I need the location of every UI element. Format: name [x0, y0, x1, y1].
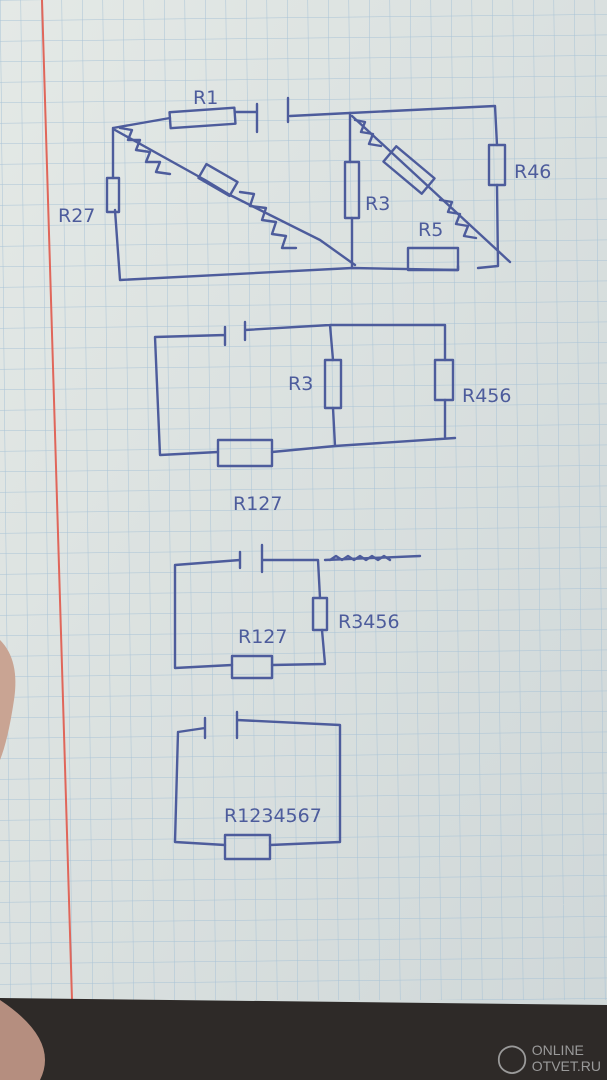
label-r27: R27 [58, 205, 95, 227]
step-4-circuit: R1234567 [173, 710, 342, 861]
step-3-circuit: R127 R3456 [173, 543, 422, 680]
label-r1: R1 [193, 87, 218, 109]
watermark-line2: OTVET.RU [531, 1058, 601, 1074]
watermark: ◯ ONLINE OTVET.RU [496, 1042, 601, 1074]
grid-lines [0, 0, 607, 1000]
label-r3456: R3456 [338, 611, 400, 633]
label-r1234567: R1234567 [224, 805, 322, 827]
table-surface [0, 998, 607, 1080]
lightbulb-icon: ◯ [496, 1042, 528, 1073]
label-r127: R127 [233, 493, 282, 515]
original-circuit: R1 R27 R3 R5 R46 [58, 87, 551, 282]
label-r46: R46 [514, 161, 551, 183]
watermark-line1: ONLINE [531, 1042, 584, 1058]
label-r5: R5 [418, 219, 443, 241]
label-r3: R3 [288, 373, 313, 395]
margin-line [41, 0, 73, 1001]
finger [0, 640, 16, 760]
label-r3: R3 [365, 193, 390, 215]
label-r127: R127 [238, 626, 287, 648]
step-2-circuit: R3 R456 R127 [153, 320, 511, 515]
label-r456: R456 [462, 385, 511, 407]
